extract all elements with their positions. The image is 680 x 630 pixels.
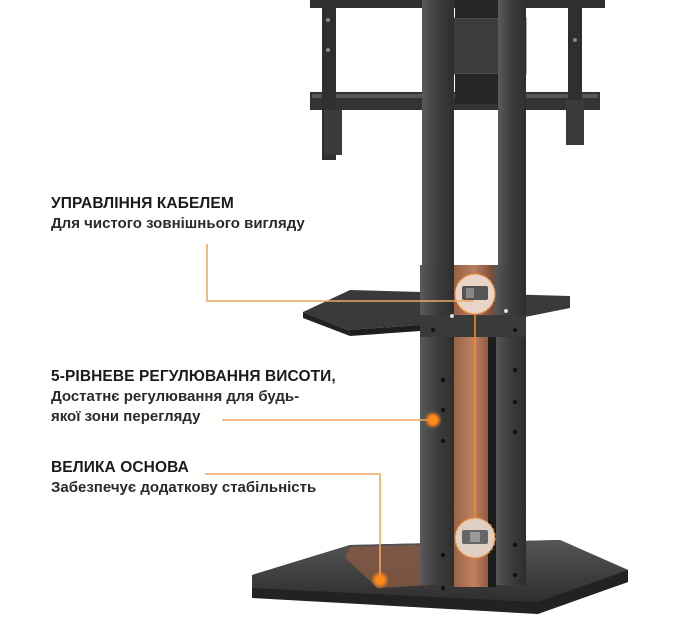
feature-large-base: ВЕЛИКА ОСНОВА Забезпечує додаткову стабі… [51, 458, 316, 498]
vesa-mount [310, 0, 605, 160]
feature-cable-management: УПРАВЛІННЯ КАБЕЛЕМ Для чистого зовнішньо… [51, 194, 305, 234]
feature-title: ВЕЛИКА ОСНОВА [51, 459, 189, 476]
leader-line-base [205, 473, 381, 579]
leader-line-cable [206, 244, 474, 302]
feature-title: 5-РІВНЕВЕ РЕГУЛЮВАННЯ ВИСОТИ, [51, 368, 336, 385]
feature-description-line-1: Достатнє регулювання для будь- [51, 388, 300, 405]
feature-title: УПРАВЛІННЯ КАБЕЛЕМ [51, 195, 234, 212]
feature-description: Забезпечує додаткову стабільність [51, 479, 317, 496]
cable-clip-highlight-top [454, 273, 496, 315]
base-marker-dot [371, 571, 389, 589]
feature-description-line-2: якої зони перегляду [51, 408, 201, 425]
feature-height-adjustment: 5-РІВНЕВЕ РЕГУЛЮВАННЯ ВИСОТИ, Достатнє р… [51, 367, 336, 427]
feature-description: Для чистого зовнішнього вигляду [51, 215, 305, 232]
cable-clip-highlight-bottom [454, 517, 496, 559]
upper-posts [422, 0, 526, 268]
leader-lines [205, 244, 476, 579]
height-marker-dot [424, 411, 442, 429]
